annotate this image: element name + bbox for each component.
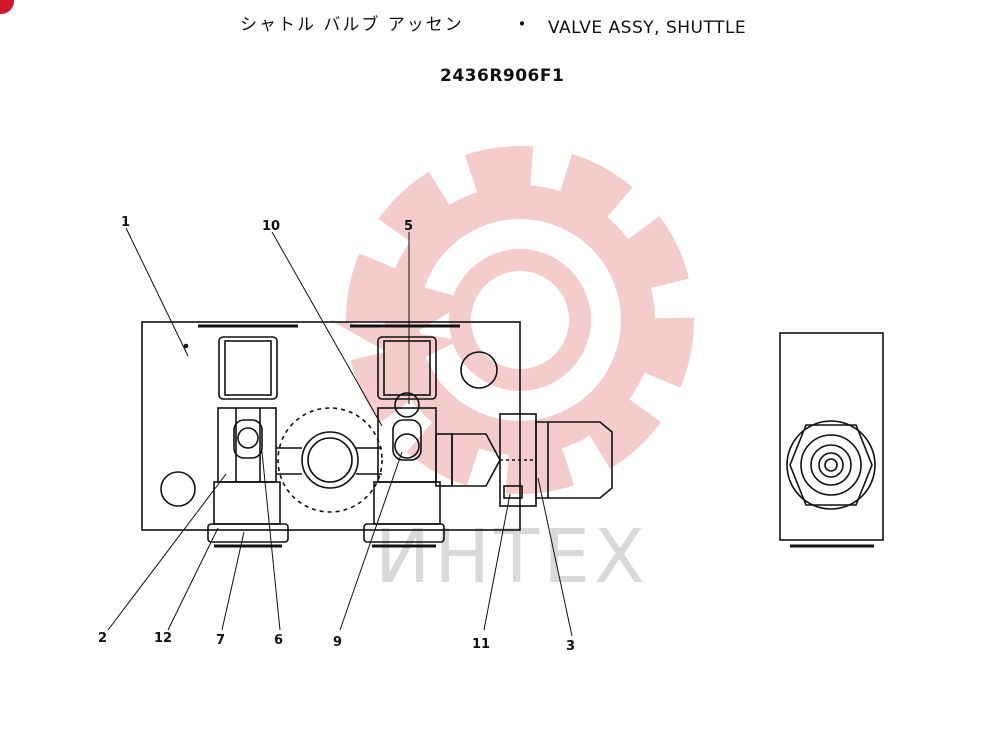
callout-2: 2	[98, 631, 107, 646]
watermark-text: ИНТЕХ	[375, 514, 649, 600]
callout-9: 9	[333, 635, 342, 650]
valve-body-side	[779, 332, 884, 548]
callout-7: 7	[216, 633, 225, 648]
valve-body-front	[141, 321, 613, 548]
title-english: VALVE ASSY, SHUTTLE	[548, 18, 747, 38]
callout-10: 10	[262, 219, 280, 234]
callout-1: 1	[121, 215, 130, 230]
diagram-title: シャトル バルブ アッセン ・ VALVE ASSY, SHUTTLE	[0, 8, 1000, 42]
watermark-gear-logo	[330, 146, 694, 494]
part-number: 2436R906F1	[440, 66, 565, 86]
callout-11: 11	[472, 637, 490, 652]
title-japanese: シャトル バルブ アッセン	[240, 15, 464, 35]
callout-5: 5	[404, 219, 413, 234]
callout-12: 12	[154, 631, 172, 646]
callout-6: 6	[274, 633, 283, 648]
title-separator: ・	[512, 12, 532, 36]
callout-3: 3	[566, 639, 575, 654]
leader-lines	[107, 227, 573, 637]
